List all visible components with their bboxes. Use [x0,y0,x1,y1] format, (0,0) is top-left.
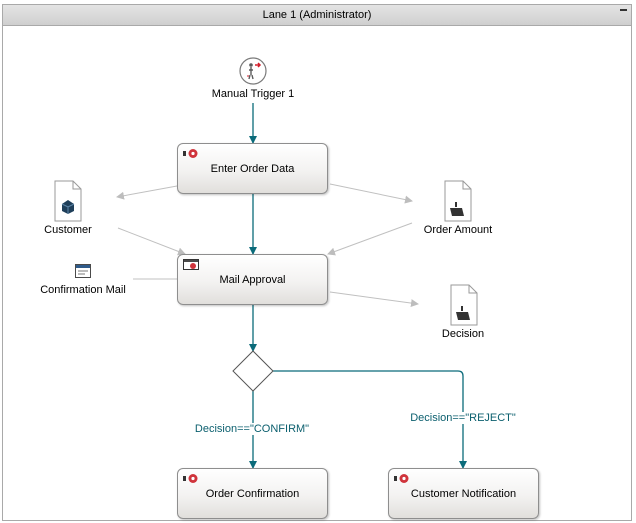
customer-data-object-icon[interactable] [54,180,82,222]
association-mail-approval-to-decision[interactable] [329,291,419,308]
flow-gateway-to-customer-notification[interactable] [273,370,467,469]
lane-title: Lane 1 (Administrator) [262,9,372,21]
task-order-confirmation[interactable]: Order Confirmation [177,468,328,519]
lane-header[interactable]: Lane 1 (Administrator) [3,5,631,26]
task-gear-icon [394,474,409,483]
task-enter-order-data[interactable]: Enter Order Data [177,143,328,194]
exclusive-gateway[interactable] [232,350,274,392]
manual-trigger-label: Manual Trigger 1 [211,88,295,100]
task-gear-icon [183,474,198,483]
condition-reject-label[interactable]: Decision=="REJECT" [409,412,517,424]
manual-trigger-icon[interactable] [237,56,269,86]
lane-administrator: Lane 1 (Administrator) [2,4,632,521]
decision-data-object-icon[interactable] [450,284,478,326]
condition-confirm-label[interactable]: Decision=="CONFIRM" [193,423,311,435]
task-label: Mail Approval [219,273,286,286]
task-mail-approval[interactable]: Mail Approval [177,254,328,305]
task-customer-notification[interactable]: Customer Notification [388,468,539,519]
customer-label: Customer [44,224,92,236]
confirmation-mail-label: Confirmation Mail [40,284,126,296]
task-mail-icon [183,259,199,270]
order-amount-label: Order Amount [423,224,493,236]
confirmation-mail-icon[interactable] [75,264,91,278]
decision-label: Decision [441,328,485,340]
task-label: Enter Order Data [210,162,295,175]
association-customer-to-mail-approval[interactable] [117,227,186,256]
association-enter-order-to-order-amount[interactable] [329,183,413,204]
task-label: Customer Notification [410,487,517,500]
association-enter-order-to-customer[interactable] [116,185,178,200]
task-gear-icon [183,149,198,158]
task-label: Order Confirmation [205,487,300,500]
association-order-amount-to-mail-approval[interactable] [327,222,413,256]
collapse-icon[interactable] [619,7,628,13]
order-amount-data-object-icon[interactable] [444,180,472,222]
